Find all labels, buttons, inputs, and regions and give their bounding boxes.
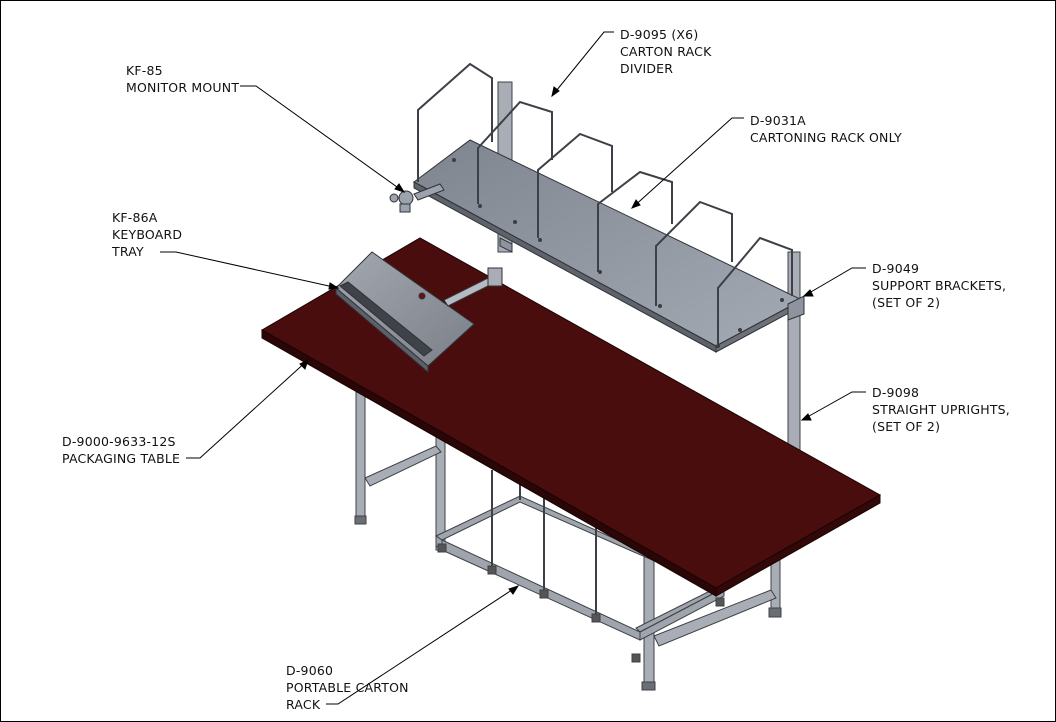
callout-support-brackets: D-9049 SUPPORT BRACKETS, (SET OF 2): [872, 260, 1006, 311]
leader-lines: [160, 31, 866, 705]
callout-line: KF-86A: [112, 210, 158, 225]
callout-line: D-9095 (X6): [620, 27, 699, 42]
callout-line: CARTONING RACK ONLY: [750, 130, 902, 145]
callout-line: PORTABLE CARTON: [286, 680, 409, 695]
callout-line: PACKAGING TABLE: [62, 451, 181, 466]
callout-line: TRAY: [112, 244, 144, 259]
carton-rack-dividers: [417, 62, 793, 344]
callout-monitor-mount: KF-85 MONITOR MOUNT: [126, 62, 239, 96]
callout-cartoning-rack: D-9031A CARTONING RACK ONLY: [750, 112, 902, 146]
callout-line: D-9049: [872, 261, 920, 276]
monitor-mount: [389, 183, 445, 213]
callout-line: (SET OF 2): [872, 419, 941, 434]
callout-line: D-9031A: [750, 113, 806, 128]
keyboard-tray: [335, 251, 503, 374]
callout-line: DIVIDER: [620, 61, 674, 76]
callout-line: MONITOR MOUNT: [126, 80, 240, 95]
callout-line: D-9000-9633-12S: [62, 434, 176, 449]
callout-line: (SET OF 2): [872, 295, 941, 310]
callout-line: D-9060: [286, 663, 334, 678]
callout-line: STRAIGHT UPRIGHTS,: [872, 402, 1010, 417]
callout-line: KF-85: [126, 63, 163, 78]
callout-keyboard-tray: KF-86A KEYBOARD TRAY: [112, 209, 182, 260]
callout-portable-carton-rack: D-9060 PORTABLE CARTON RACK: [286, 662, 409, 713]
callout-line: CARTON RACK: [620, 44, 712, 59]
callout-line: SUPPORT BRACKETS,: [872, 278, 1007, 293]
callout-packaging-table: D-9000-9633-12S PACKAGING TABLE: [62, 433, 180, 467]
callout-line: KEYBOARD: [112, 227, 183, 242]
callout-line: D-9098: [872, 385, 920, 400]
callout-straight-uprights: D-9098 STRAIGHT UPRIGHTS, (SET OF 2): [872, 384, 1010, 435]
cartoning-rack-shelf: [413, 139, 805, 353]
callout-carton-rack-divider: D-9095 (X6) CARTON RACK DIVIDER: [620, 26, 712, 77]
callout-line: RACK: [286, 697, 321, 712]
